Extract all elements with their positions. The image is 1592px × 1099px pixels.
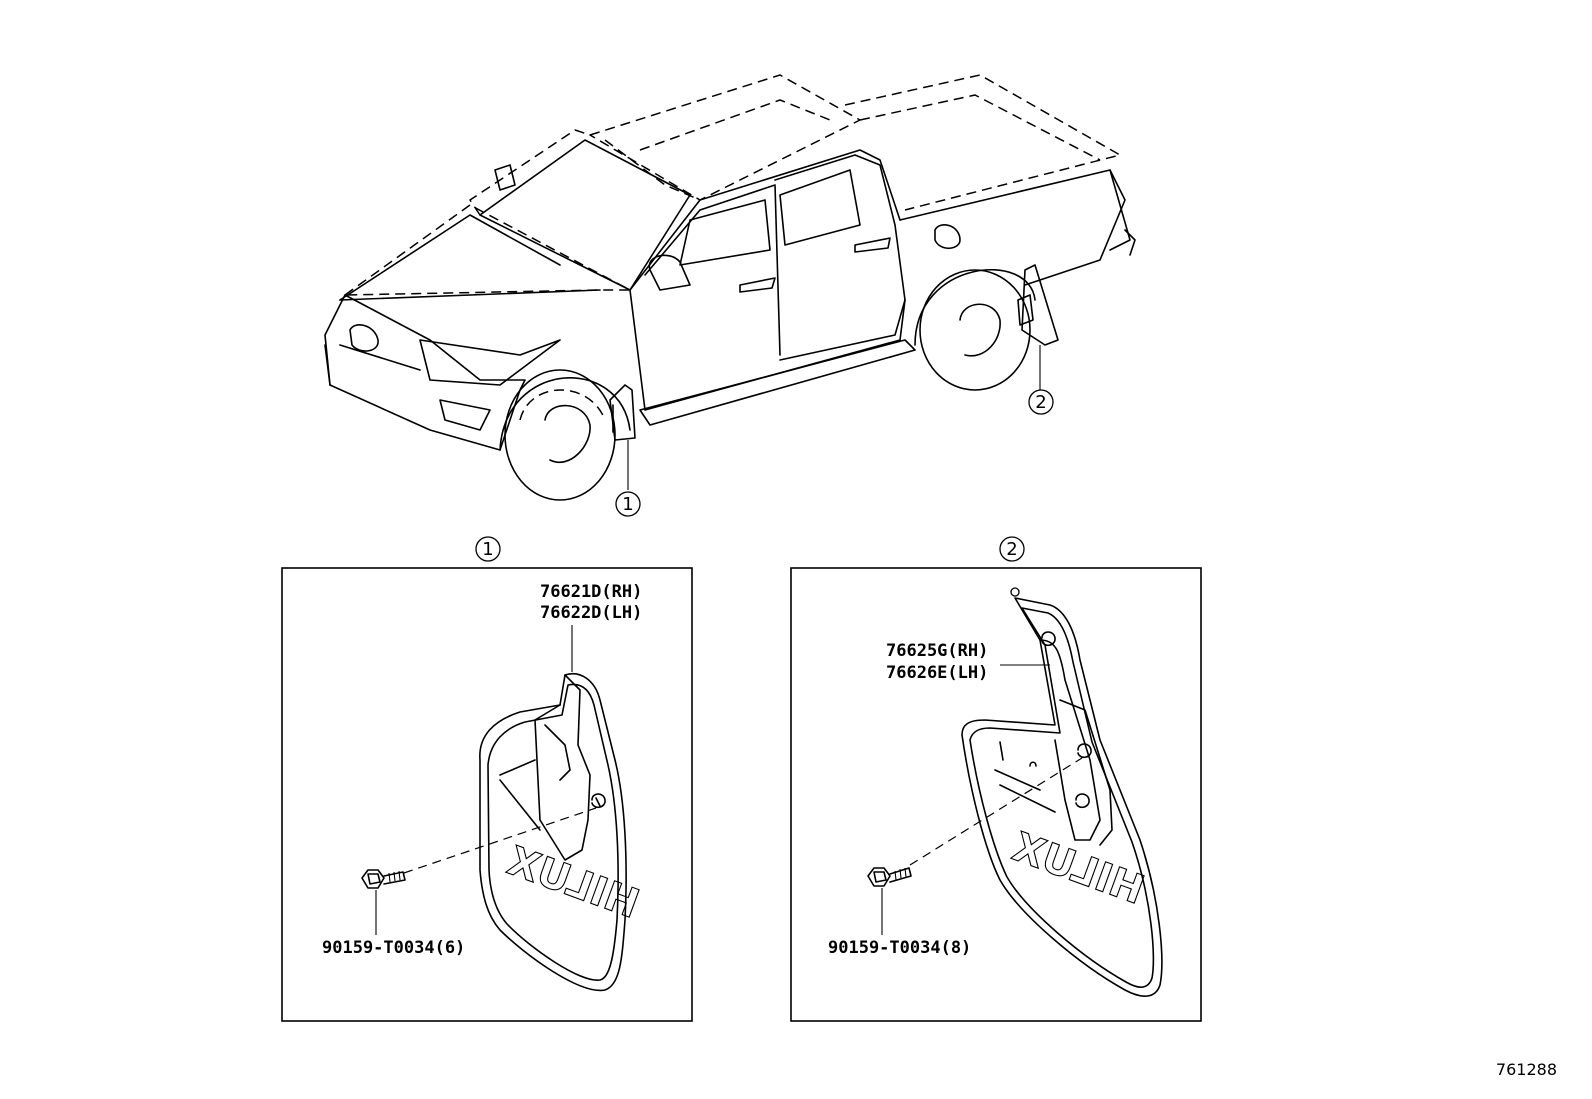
panel-rear-frame <box>790 567 1202 1022</box>
rear-mud-guard-on-truck <box>1017 264 1059 346</box>
screw-label-front: 90159-T0034(6) <box>322 938 465 958</box>
part-label-76622d-lh: 76622D(LH) <box>540 603 642 623</box>
callout-panel-front: 1 <box>475 536 501 562</box>
part-label-76626e-lh: 76626E(LH) <box>886 663 988 683</box>
front-mud-guard-part: HILUX <box>479 673 645 992</box>
callout-front-truck: 1 <box>615 491 641 517</box>
callout-panel-rear: 2 <box>999 536 1025 562</box>
callout-rear-truck: 2 <box>1028 389 1054 415</box>
svg-text:HILUX: HILUX <box>1006 824 1149 914</box>
svg-text:HILUX: HILUX <box>501 838 644 928</box>
svg-text:1: 1 <box>482 539 493 560</box>
front-mud-guard-on-truck <box>609 384 636 441</box>
screw-line-front <box>403 807 597 874</box>
part-label-76621d-rh: 76621D(RH) <box>540 582 642 602</box>
truck-illustration <box>324 74 1136 501</box>
panel-front-frame <box>281 567 693 1022</box>
svg-text:2: 2 <box>1035 392 1046 413</box>
rear-mud-guard-part: HILUX <box>961 587 1163 997</box>
screw-label-rear: 90159-T0034(8) <box>828 938 971 958</box>
svg-text:2: 2 <box>1006 539 1017 560</box>
screw-rear <box>867 867 912 887</box>
screw-front <box>361 869 406 889</box>
figure-id: 761288 <box>1496 1060 1557 1079</box>
svg-text:1: 1 <box>622 494 633 515</box>
part-label-76625g-rh: 76625G(RH) <box>886 641 988 661</box>
screw-line-rear <box>909 757 1083 866</box>
